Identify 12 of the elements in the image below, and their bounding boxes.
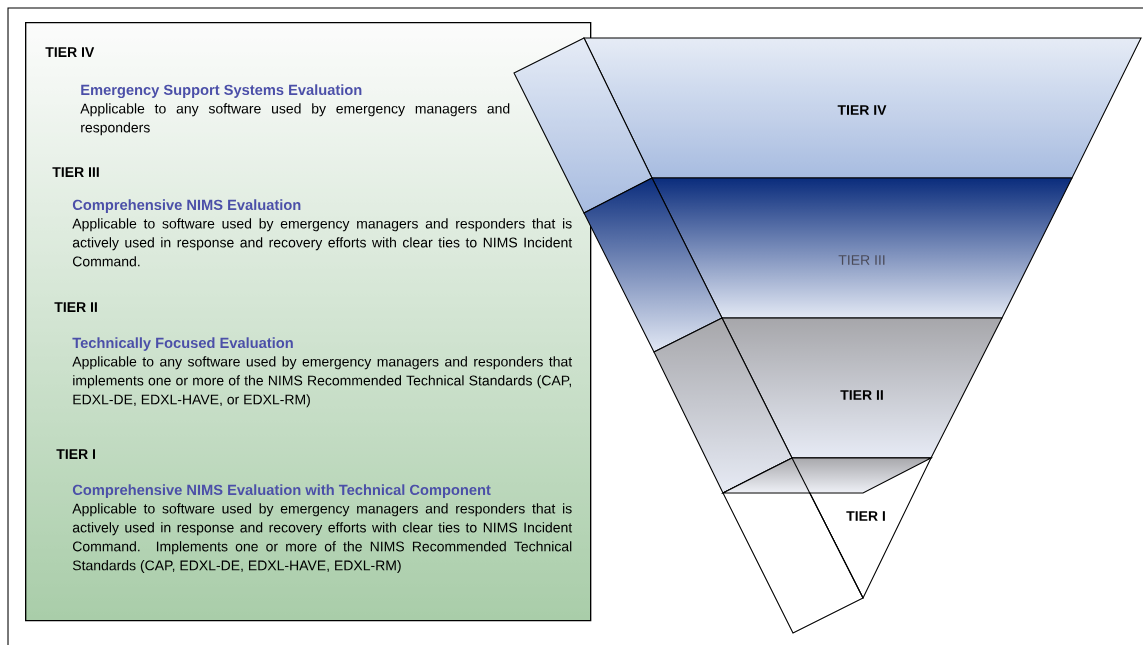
tier-heading: TIER IV xyxy=(45,47,95,57)
description-text: Applicable to any software used by emergency managers and responders that implements one or more of the NIMS Recommended Technical Standards (CAP, EDXL-DE, EDXL-HAVE, or EDXL-RM) xyxy=(72,356,573,408)
description-text: Applicable to software used by emergency managers and responders that is actively used in response and recovery efforts with clear ties to NIMS Incident Command. Implements one or more of the NIMS Recommended Technical Standards (CAP, EDXL-DE, EDXL-HAVE, EDXL-RM) xyxy=(72,503,573,574)
tier-heading: TIER III xyxy=(52,167,99,177)
evaluation-title: Technically Focused Evaluation xyxy=(72,337,293,351)
description-text: Applicable to any software used by emergency managers and responders xyxy=(80,103,510,136)
tier-heading: TIER II xyxy=(54,302,97,312)
evaluation-title: Comprehensive NIMS Evaluation xyxy=(72,199,301,213)
description-text: Applicable to software used by emergency managers and responders that is actively used in response and recovery efforts with clear ties to NIMS Incident Command. xyxy=(72,218,573,267)
tier-heading: TIER I xyxy=(56,449,95,459)
evaluation-title: Emergency Support Systems Evaluation xyxy=(81,84,362,98)
evaluation-title: Comprehensive NIMS Evaluation with Technical Component xyxy=(72,484,491,498)
